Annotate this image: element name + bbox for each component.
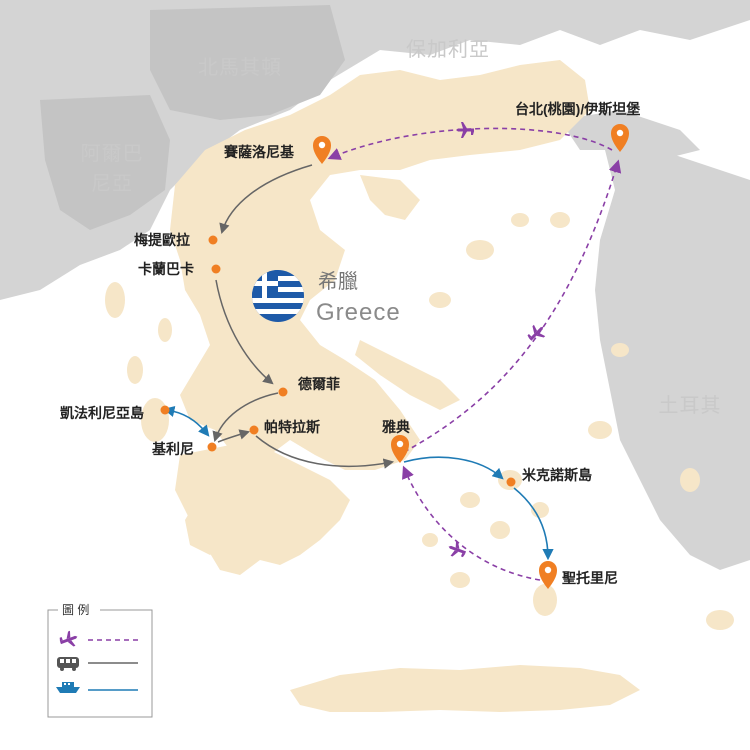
flight-routes <box>327 127 622 581</box>
route-flight-athens-taipei <box>403 159 622 453</box>
country-label-turkey: 土耳其 <box>659 394 722 417</box>
city-dot-delphi <box>278 387 288 397</box>
route-ferry-kefalonia-kyllini <box>163 406 210 437</box>
city-dot-meteora <box>208 235 218 245</box>
airplane-icon <box>448 540 467 558</box>
legend-title: 圖 例 <box>62 603 89 617</box>
city-dot-kefalonia <box>160 405 170 415</box>
city-label-taipei-istanbul: 台北(桃園)/伊斯坦堡 <box>515 101 640 117</box>
airplane-icon <box>456 122 474 138</box>
city-label-patras: 帕特拉斯 <box>264 419 320 435</box>
city-dot-mykonos <box>506 477 516 487</box>
city-label-delphi: 德爾菲 <box>298 376 340 392</box>
city-label-santorini: 聖托里尼 <box>562 570 618 586</box>
country-label-bulgaria: 保加利亞 <box>406 38 490 61</box>
route-ferry-mykonos-santorini <box>513 487 554 561</box>
country-label-albania-line2: 尼亞 <box>91 173 133 195</box>
route-bus-kyllini-patras <box>217 429 251 443</box>
route-flight-santorini-athens <box>402 465 541 581</box>
route-bus-patras-athens <box>255 435 395 469</box>
city-dot-patras <box>249 425 259 435</box>
route-bus-delphi-kyllini <box>212 392 279 443</box>
map-legend: 圖 例 <box>47 603 153 718</box>
city-label-kefalonia: 凱法利尼亞島 <box>60 405 144 421</box>
ferry-routes <box>163 406 554 561</box>
bus-icon <box>57 657 79 671</box>
map-pin-icon <box>611 124 629 152</box>
greece-flag-icon <box>252 270 304 322</box>
airplane-icon <box>59 630 78 647</box>
route-ferry-athens-mykonos <box>403 456 504 480</box>
map-pin-icon <box>391 435 409 463</box>
route-bus-thessaloniki-meteora <box>219 164 313 235</box>
city-label-thessaloniki: 賽薩洛尼基 <box>223 144 295 160</box>
airplane-icon <box>527 324 546 341</box>
city-dot-kalambaka <box>211 264 221 274</box>
legend-title-bg <box>58 603 100 617</box>
country-label-north-macedonia: 北馬其頓 <box>198 56 282 79</box>
ferry-icon <box>56 682 80 693</box>
map-pin-icon <box>539 561 557 589</box>
map-pin-icon <box>313 136 331 164</box>
country-label-greece-zh: 希臘 <box>318 270 358 293</box>
city-dot-kyllini <box>207 442 217 452</box>
country-label-greece-en: Greece <box>316 299 401 326</box>
country-label-albania-line1: 阿爾巴 <box>81 142 144 165</box>
bus-routes <box>212 164 395 469</box>
city-label-athens: 雅典 <box>382 419 410 435</box>
greece-land <box>105 60 734 712</box>
city-label-kalambaka: 卡蘭巴卡 <box>138 261 194 277</box>
city-dots <box>160 235 516 487</box>
route-bus-kalambaka-delphi <box>215 279 274 385</box>
route-flight-taipei-thessaloniki <box>327 127 613 160</box>
city-label-mykonos: 米克諾斯島 <box>522 467 592 483</box>
city-label-kyllini: 基利尼 <box>152 441 194 457</box>
neighbor-land <box>0 0 750 570</box>
city-label-meteora: 梅提歐拉 <box>134 232 190 248</box>
